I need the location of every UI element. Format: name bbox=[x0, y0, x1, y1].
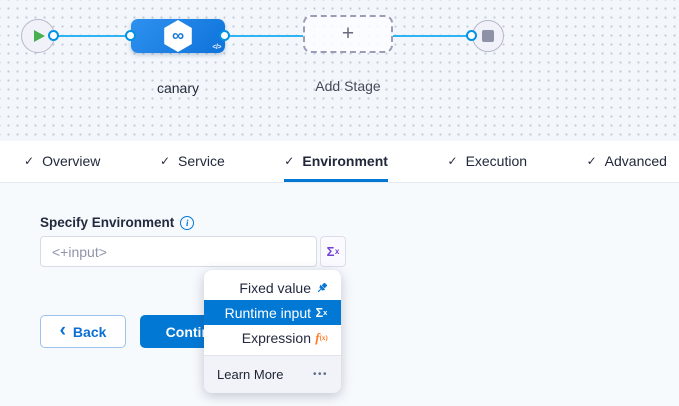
dropdown-footer[interactable]: Learn More ••• bbox=[204, 355, 341, 393]
stage-tabs: ✓ Overview ✓ Service ✓ Environment ✓ Exe… bbox=[0, 141, 679, 183]
tab-label: Environment bbox=[302, 153, 388, 169]
back-button[interactable]: ‹ Back bbox=[40, 315, 126, 348]
tab-label: Overview bbox=[42, 153, 101, 169]
tab-environment[interactable]: ✓ Environment bbox=[284, 141, 388, 182]
chevron-left-icon: ‹ bbox=[59, 320, 66, 341]
stage-node-canary[interactable]: ∞ </> bbox=[131, 19, 225, 53]
stage-name-label[interactable]: canary bbox=[156, 80, 200, 96]
pin-icon bbox=[311, 281, 332, 295]
specify-environment-label: Specify Environment i bbox=[40, 215, 195, 230]
menu-item-expression[interactable]: Expression f(x) bbox=[204, 325, 341, 350]
check-icon: ✓ bbox=[586, 154, 597, 168]
play-icon bbox=[34, 30, 45, 42]
connector-port[interactable] bbox=[219, 30, 230, 41]
stop-icon bbox=[482, 30, 494, 42]
add-stage-button[interactable]: + bbox=[303, 15, 393, 53]
sigma-icon: Σ bbox=[326, 244, 335, 259]
connector-port[interactable] bbox=[125, 30, 136, 41]
check-icon: ✓ bbox=[284, 154, 295, 168]
menu-item-fixed-value[interactable]: Fixed value bbox=[204, 275, 341, 300]
more-options-icon[interactable]: ••• bbox=[312, 369, 328, 380]
sigma-sup: x bbox=[334, 247, 340, 256]
wire-start-to-stage bbox=[54, 35, 131, 37]
check-icon: ✓ bbox=[447, 154, 458, 168]
tab-label: Advanced bbox=[604, 153, 667, 169]
tab-label: Execution bbox=[465, 153, 528, 169]
connector-port[interactable] bbox=[48, 30, 59, 41]
check-icon: ✓ bbox=[159, 154, 171, 168]
menu-item-label: Expression bbox=[241, 329, 311, 346]
tab-overview[interactable]: ✓ Overview bbox=[24, 141, 100, 182]
tab-label: Service bbox=[178, 153, 225, 169]
tab-advanced[interactable]: ✓ Advanced bbox=[587, 141, 667, 182]
code-icon[interactable]: </> bbox=[212, 44, 221, 51]
tab-execution[interactable]: ✓ Execution bbox=[448, 141, 528, 182]
tab-service[interactable]: ✓ Service bbox=[160, 141, 225, 182]
infinity-icon: ∞ bbox=[171, 26, 185, 45]
check-icon: ✓ bbox=[24, 154, 35, 168]
menu-item-label: Runtime input bbox=[224, 304, 311, 321]
add-stage-label: Add Stage bbox=[315, 78, 381, 94]
cd-hexagon-icon: ∞ bbox=[164, 20, 192, 52]
wire-addstage-to-end bbox=[393, 35, 472, 37]
connector-port[interactable] bbox=[466, 30, 477, 41]
fx-icon: f(x) bbox=[315, 329, 328, 345]
menu-item-label: Fixed value bbox=[239, 279, 311, 296]
wire-stage-to-addstage bbox=[225, 35, 303, 37]
environment-input[interactable] bbox=[40, 236, 317, 267]
environment-input-row: Σx bbox=[40, 236, 346, 267]
pipeline-canvas[interactable]: ∞ </> + canary Add Stage bbox=[0, 0, 679, 141]
pipeline-end-node[interactable] bbox=[472, 20, 504, 52]
field-label-text: Specify Environment bbox=[40, 215, 175, 230]
info-icon[interactable]: i bbox=[180, 215, 195, 230]
plus-icon: + bbox=[341, 22, 355, 45]
back-label: Back bbox=[72, 323, 107, 340]
learn-more-link[interactable]: Learn More bbox=[217, 367, 284, 382]
